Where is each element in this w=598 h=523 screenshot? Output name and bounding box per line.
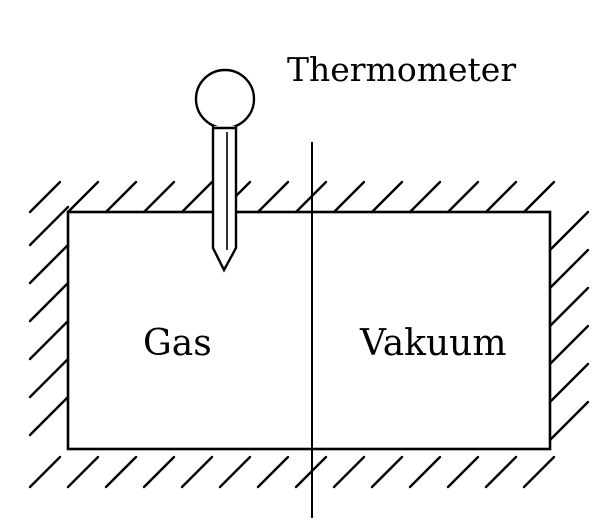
- hatch-line: [28, 243, 70, 285]
- thermometer-label: Thermometer: [287, 50, 516, 89]
- hatch-line: [408, 455, 442, 489]
- hatch-line: [484, 180, 518, 214]
- hatch-line: [104, 455, 138, 489]
- hatch-line: [218, 455, 252, 489]
- container-outline: [66, 210, 552, 451]
- hatch-line: [548, 210, 590, 252]
- hatch-line: [446, 455, 480, 489]
- hatch-line: [370, 180, 404, 214]
- hatch-line: [548, 248, 590, 290]
- hatch-line: [142, 455, 176, 489]
- hatch-line: [28, 281, 70, 323]
- thermometer-stem: [211, 126, 238, 273]
- hatch-line: [28, 395, 70, 437]
- hatch-line: [180, 455, 214, 489]
- hatch-line: [28, 319, 70, 361]
- hatch-line: [548, 362, 590, 404]
- hatch-line: [256, 180, 290, 214]
- hatch-line: [408, 180, 442, 214]
- hatch-line: [180, 180, 214, 214]
- hatch-line: [256, 455, 290, 489]
- hatch-line: [28, 180, 62, 214]
- hatch-line: [370, 455, 404, 489]
- hatch-line: [332, 180, 366, 214]
- hatch-line: [332, 455, 366, 489]
- hatch-line: [548, 286, 590, 328]
- hatch-line: [142, 180, 176, 214]
- hatch-line: [522, 455, 556, 489]
- hatch-line: [548, 400, 590, 442]
- thermometer-bulb: [194, 68, 256, 130]
- hatch-line: [446, 180, 480, 214]
- hatch-line: [28, 455, 62, 489]
- hatch-line: [548, 324, 590, 366]
- hatch-line: [28, 205, 70, 247]
- hatch-line: [66, 455, 100, 489]
- hatch-line: [522, 180, 556, 214]
- gas-label: Gas: [143, 323, 212, 364]
- hatch-line: [104, 180, 138, 214]
- hatch-line: [484, 455, 518, 489]
- thermometer-icon: [194, 68, 256, 273]
- vacuum-label: Vakuum: [359, 323, 506, 364]
- hatch-line: [66, 180, 100, 214]
- hatch-line: [28, 357, 70, 399]
